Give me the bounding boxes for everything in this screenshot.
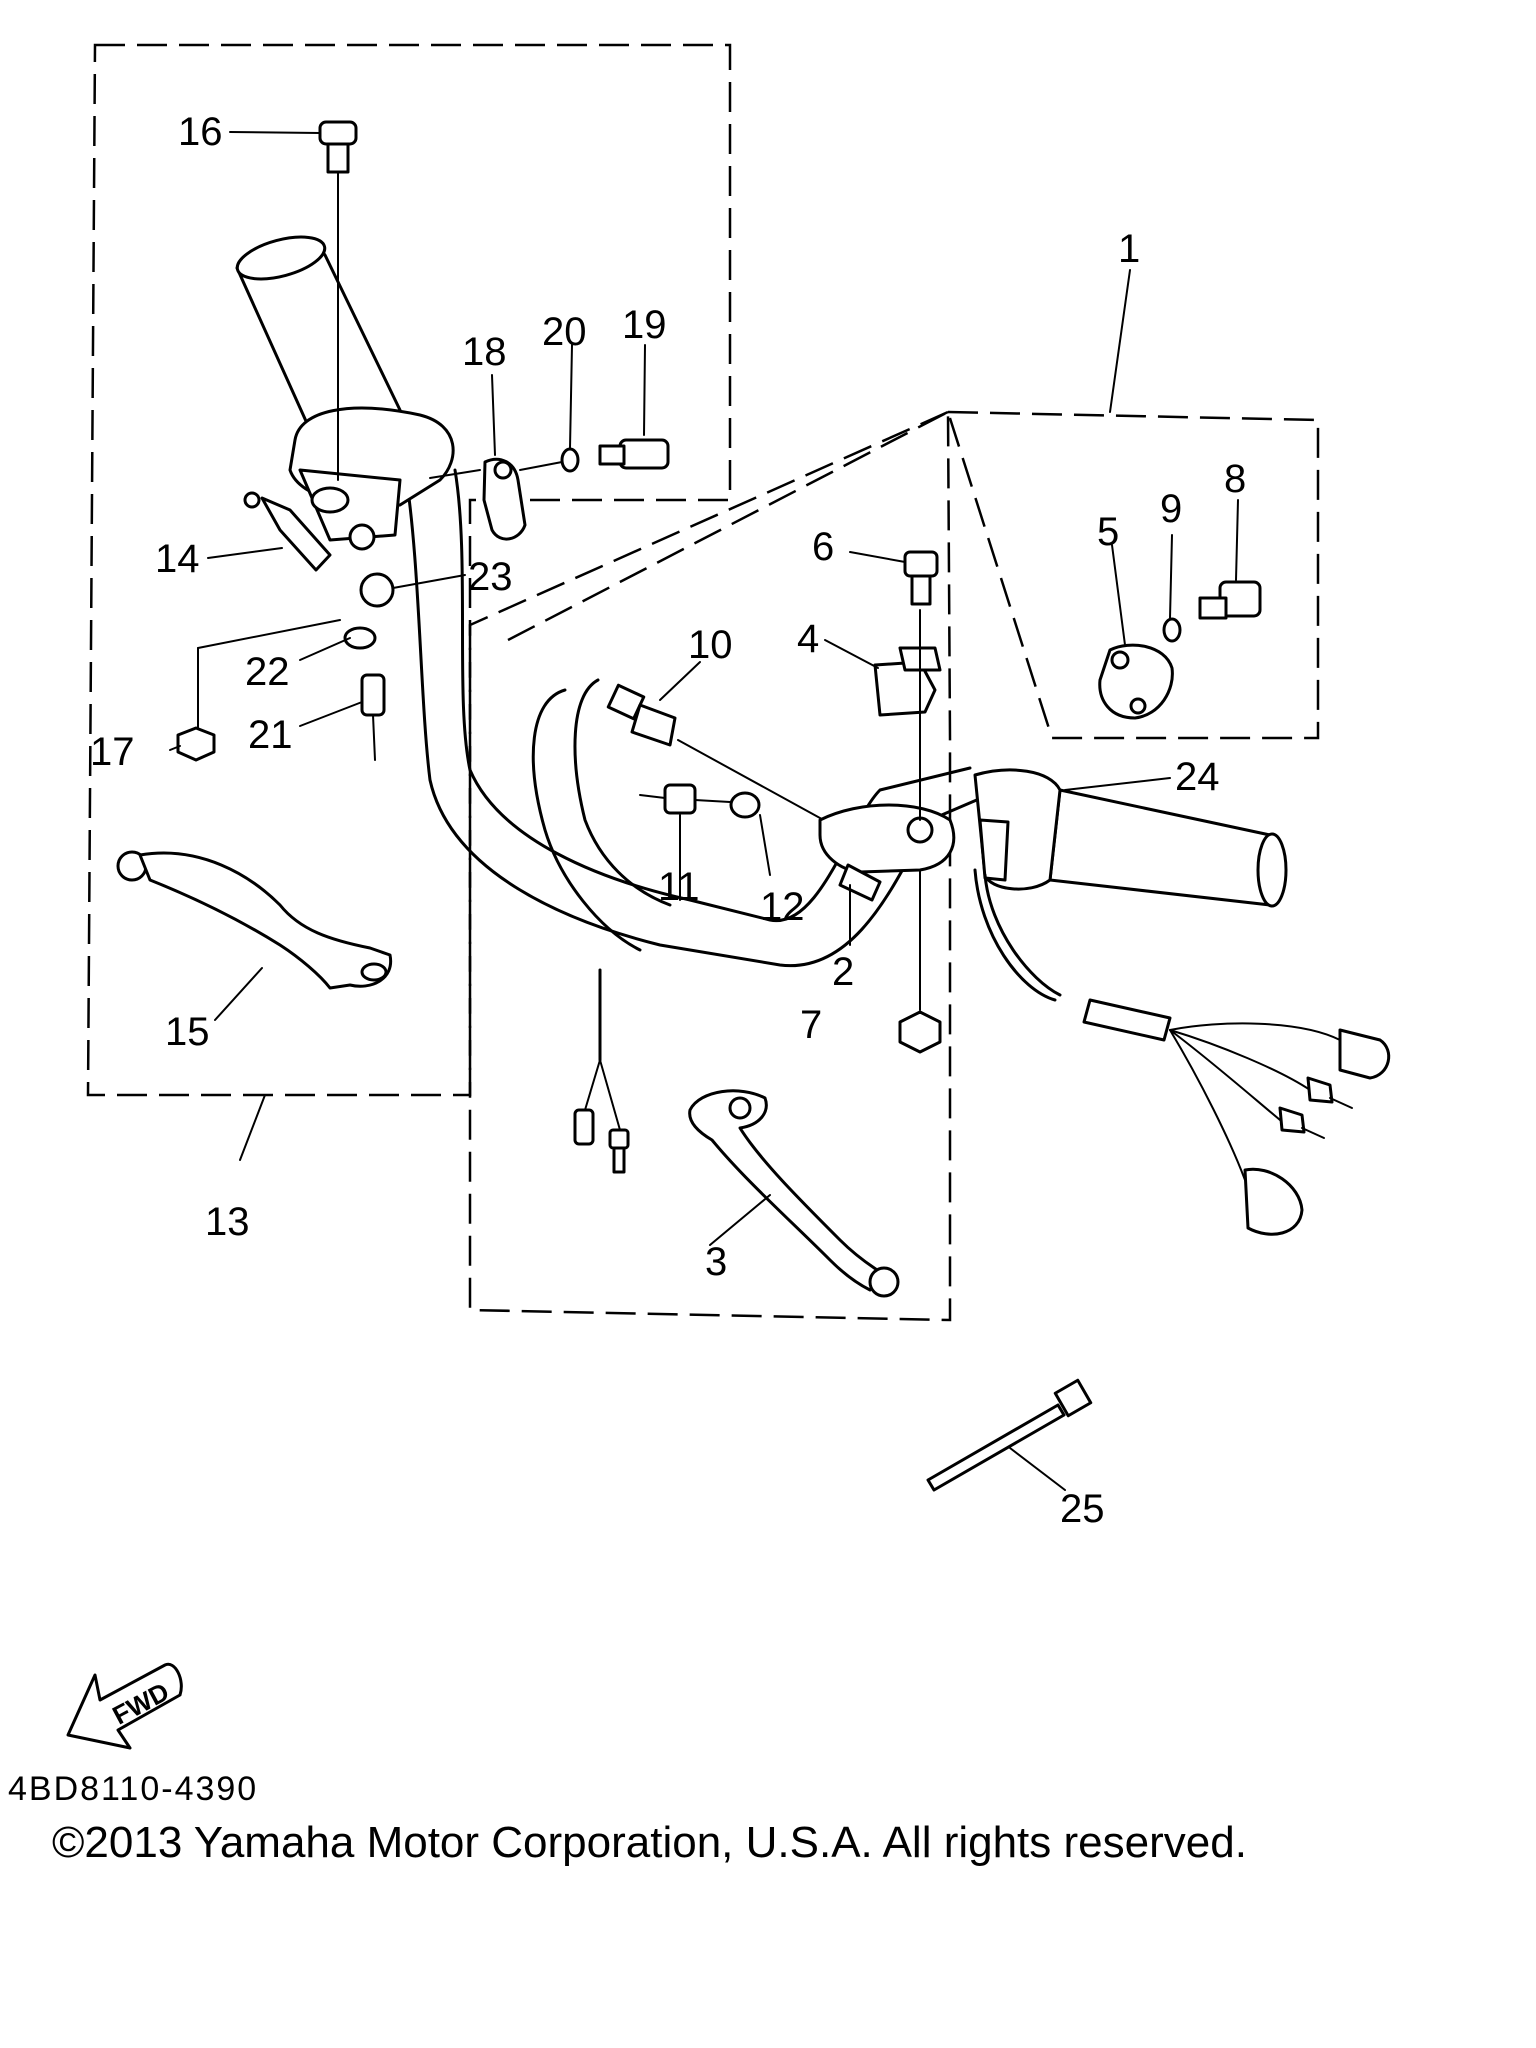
part-10-switch	[606, 683, 861, 841]
part-24-grip	[973, 768, 1288, 908]
left-grip-assembly	[235, 235, 455, 551]
callout-22: 22	[245, 650, 290, 694]
callout-14: 14	[155, 537, 200, 581]
part-4-switch	[873, 646, 942, 717]
part-5-holder	[1098, 643, 1174, 720]
copyright-notice: ©2013 Yamaha Motor Corporation, U.S.A. A…	[52, 1818, 1247, 1867]
part-12-connector	[729, 791, 761, 819]
part-6-bolt	[903, 550, 939, 606]
group-box-1	[946, 410, 1320, 740]
part-3-lever	[688, 1089, 900, 1298]
callout-7: 7	[800, 1003, 822, 1047]
part-23-cap	[359, 572, 395, 608]
callout-1: 1	[1118, 227, 1140, 271]
callout-6: 6	[812, 525, 834, 569]
part-2-bracket	[818, 803, 956, 902]
handlebar	[403, 468, 1002, 968]
callout-4: 4	[797, 617, 819, 661]
brake-switch-leads	[573, 968, 630, 1174]
callout-5: 5	[1097, 510, 1119, 554]
group-box-lower	[468, 410, 952, 1322]
part-20-washer	[560, 447, 580, 473]
callout-15: 15	[165, 1010, 210, 1054]
callout-12: 12	[760, 885, 805, 929]
wiring-harness	[973, 868, 1391, 1236]
callout-25: 25	[1060, 1487, 1105, 1531]
part-19-bolt	[598, 438, 670, 470]
part-25-cable-tie	[926, 1378, 1093, 1492]
part-16-bolt	[318, 120, 358, 481]
callout-13: 13	[205, 1200, 250, 1244]
callout-11: 11	[658, 865, 700, 909]
part-9-washer	[1162, 617, 1182, 643]
part-22-washer	[343, 626, 377, 650]
callout-18: 18	[462, 330, 507, 374]
part-15-lever	[116, 850, 393, 990]
callout-21: 21	[248, 713, 293, 757]
part-21-adjuster	[360, 673, 386, 761]
callout-8: 8	[1224, 457, 1246, 501]
callout-24: 24	[1175, 755, 1220, 799]
part-11-connector	[639, 783, 731, 815]
callout-23: 23	[468, 555, 513, 599]
callout-20: 20	[542, 310, 587, 354]
part-14-bracket	[243, 491, 332, 572]
callout-2: 2	[832, 950, 854, 994]
part-18-holder	[482, 457, 527, 541]
fwd-arrow-icon: FWD	[66, 1662, 183, 1750]
leader-lines	[169, 131, 1239, 1491]
callout-9: 9	[1160, 487, 1182, 531]
diagram-code: 4BD8110-4390	[8, 1770, 259, 1808]
callout-3: 3	[705, 1240, 727, 1284]
callout-17: 17	[90, 730, 135, 774]
part-8-bolt	[1198, 580, 1262, 620]
part-7-nut	[898, 1010, 942, 1054]
callout-19: 19	[622, 303, 667, 347]
group-box-13	[86, 43, 732, 1097]
part-17-nut	[176, 726, 216, 762]
callout-16: 16	[178, 110, 223, 154]
callout-10: 10	[688, 623, 733, 667]
